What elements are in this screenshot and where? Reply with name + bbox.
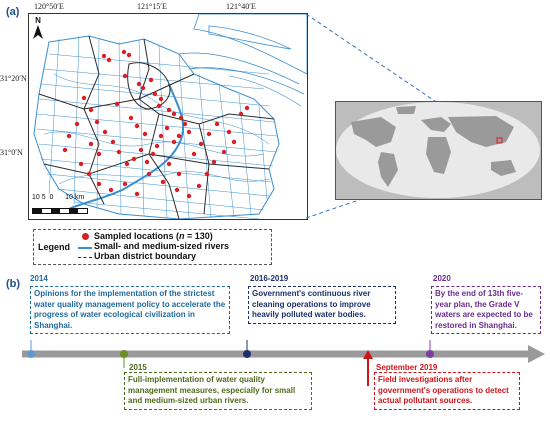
legend-title: Legend xyxy=(38,242,71,252)
event-2015-text: Full-implementation of water quality man… xyxy=(124,372,312,410)
north-label: N xyxy=(35,16,41,25)
map-legend: Legend Sampled locations (n = 130) Small… xyxy=(33,229,272,265)
event-sept-2019-year: September 2019 xyxy=(376,363,438,372)
legend-dot-icon xyxy=(82,233,89,240)
legend-item-rivers: Small- and medium-sized rivers xyxy=(94,241,230,251)
lon-tick-2: 121°15′E xyxy=(137,2,167,11)
timeline-arrow xyxy=(22,340,545,368)
panel-a-label: (a) xyxy=(6,6,20,18)
legend-item-sampled: Sampled locations (n = 130) xyxy=(94,231,213,241)
event-2020-text: By the end of 13th five-year plan, the G… xyxy=(431,286,541,334)
lon-tick-3: 121°40′E xyxy=(226,2,256,11)
event-sept-2019-text: Field investigations after government's … xyxy=(374,372,520,410)
legend-boundary-icon xyxy=(78,257,92,258)
river-network xyxy=(33,14,307,219)
legend-river-icon xyxy=(78,247,92,249)
shanghai-river-map: N 10 5 0 10 km xyxy=(28,13,308,220)
world-map xyxy=(335,101,542,200)
scale-numbers: 10 5 0 10 km xyxy=(32,194,85,201)
sampled-location-dots xyxy=(62,49,250,199)
legend-item-boundary: Urban district boundary xyxy=(94,251,197,261)
event-2020-year: 2020 xyxy=(433,274,451,283)
scale-bar xyxy=(32,208,88,214)
lat-tick-2: 31°0′N xyxy=(0,148,23,157)
sept-2019-arrow-icon xyxy=(363,350,373,386)
event-2016-2019-text: Government's continuous river cleaning o… xyxy=(248,286,396,324)
panel-b-label: (b) xyxy=(6,278,21,290)
lon-tick-1: 120°50′E xyxy=(34,2,64,11)
lat-tick-1: 31°20′N xyxy=(0,74,27,83)
event-2014-text: Opinions for the implementation of the s… xyxy=(30,286,230,334)
north-arrow-icon: N xyxy=(32,16,44,44)
event-2014-year: 2014 xyxy=(30,274,48,283)
event-2016-2019-year: 2016-2019 xyxy=(250,274,289,283)
event-2015-year: 2015 xyxy=(129,363,147,372)
